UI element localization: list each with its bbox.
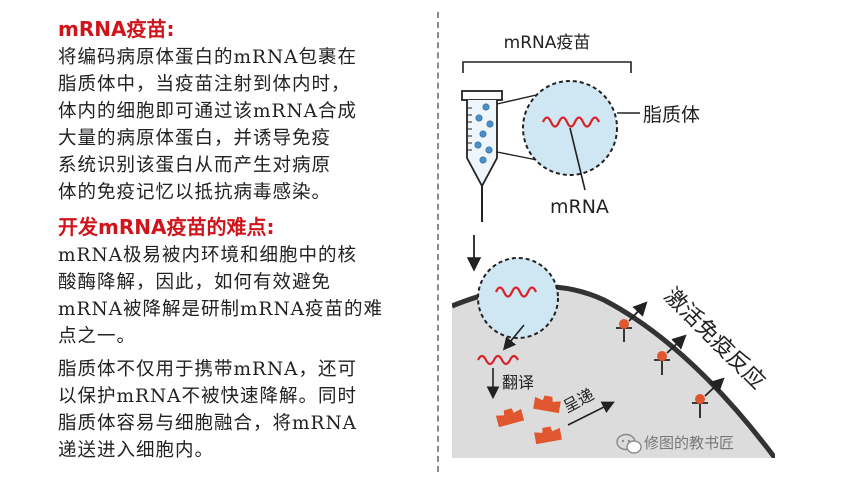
- translate-label: 翻译: [502, 373, 534, 392]
- mrna-strand-icon: [541, 116, 601, 128]
- heading-development-difficulty: 开发mRNA疫苗的难点:: [58, 215, 275, 239]
- zoom-line-lower: [496, 151, 538, 161]
- heading-mrna-vaccine: mRNA疫苗:: [58, 17, 175, 41]
- text-column: mRNA疫苗: 将编码病原体蛋白的mRNA包裹在 脂质体中，当疫苗注射到体内时，…: [58, 14, 430, 464]
- released-mrna-icon: [477, 354, 519, 366]
- wechat-icon: [616, 433, 642, 454]
- paragraph-degradation-problem: mRNA极易被内环境和细胞中的核 酸酶降解，因此，如何有效避免 mRNA被降解是…: [58, 245, 384, 347]
- liposome-label: 脂质体: [643, 104, 700, 126]
- fusing-liposome-icon: [477, 257, 559, 339]
- receptor-icons: [616, 301, 725, 418]
- protein-icons: [495, 395, 562, 445]
- fusing-mrna-icon: [494, 286, 538, 298]
- vaccine-label: mRNA疫苗: [504, 33, 591, 53]
- paragraph-liposome-role: 脂质体不仅用于携带mRNA，还可 以保护mRNA不被快速降解。同时 脂质体容易与…: [58, 359, 358, 461]
- release-arrow-icon: [502, 324, 525, 351]
- watermark: 修图的教书匠: [616, 433, 734, 454]
- syringe-icon: [461, 90, 503, 222]
- present-arrow-icon: [567, 401, 615, 426]
- mrna-pointer: [569, 127, 586, 191]
- vaccine-bracket: [462, 61, 632, 73]
- mrna-label: mRNA: [550, 196, 609, 218]
- paragraph-vaccine-description: 将编码病原体蛋白的mRNA包裹在 脂质体中，当疫苗注射到体内时， 体内的细胞即可…: [58, 47, 358, 203]
- dashed-divider: [437, 12, 439, 472]
- liposome-icon: [522, 80, 618, 176]
- watermark-text: 修图的教书匠: [644, 434, 734, 452]
